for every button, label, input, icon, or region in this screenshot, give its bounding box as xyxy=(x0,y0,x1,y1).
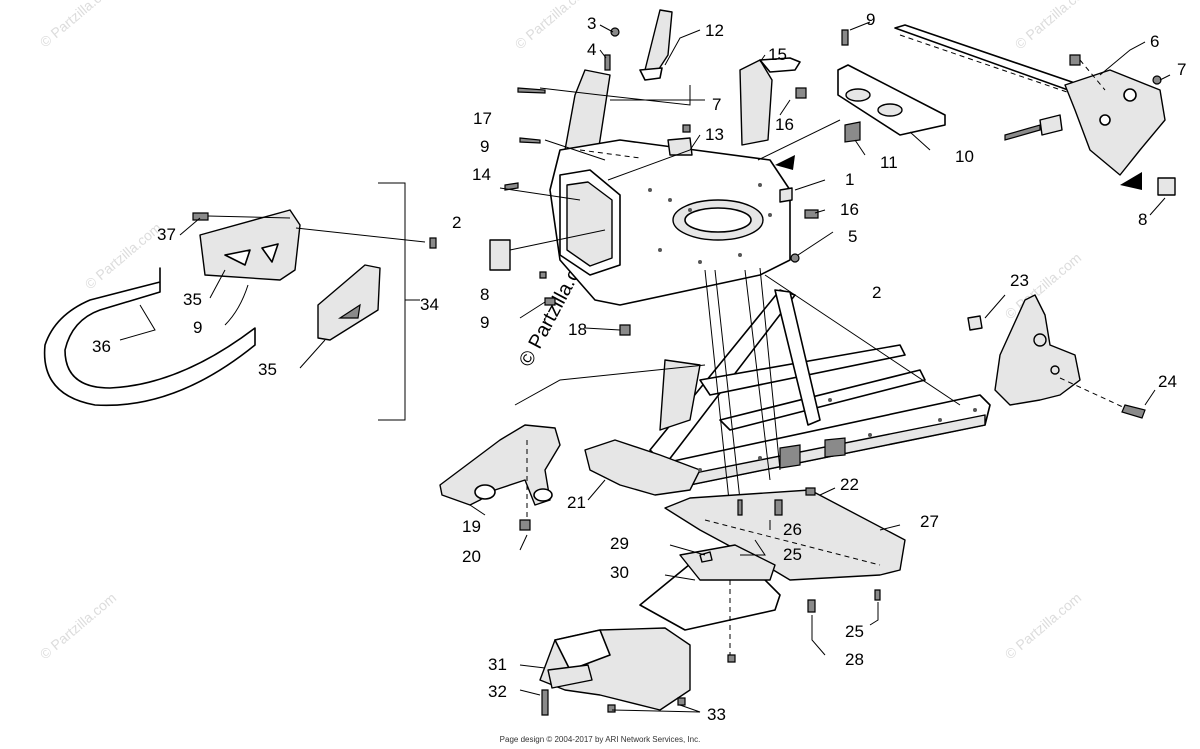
callout-2: 2 xyxy=(872,283,881,302)
callout-11: 11 xyxy=(880,153,898,172)
skid-plates xyxy=(519,487,906,716)
bolt-4 xyxy=(604,54,611,71)
duct-15 xyxy=(739,59,773,146)
callout-15: 15 xyxy=(768,45,787,64)
windshield-bracket-12 xyxy=(644,9,673,76)
chassis-frame xyxy=(514,267,991,511)
bumper-plate-35-lower xyxy=(317,264,381,341)
bracket-23-assembly xyxy=(967,294,1156,419)
callout-18: 18 xyxy=(568,320,587,339)
callout-16: 16 xyxy=(775,115,794,134)
bracket-23 xyxy=(994,294,1081,406)
bracket-6-assembly xyxy=(894,24,1176,216)
callout-16: 16 xyxy=(840,200,859,219)
callout-4: 4 xyxy=(587,40,596,59)
screw-3 xyxy=(610,27,620,37)
callout-9: 9 xyxy=(866,10,875,29)
callout-17: 17 xyxy=(473,109,492,128)
callout-25: 25 xyxy=(845,622,864,641)
callout-35: 35 xyxy=(258,360,277,379)
callout-1: 1 xyxy=(845,170,854,189)
bumper-8-right xyxy=(1157,177,1176,196)
front-bulkhead xyxy=(429,9,946,336)
callout-29: 29 xyxy=(610,534,629,553)
rivet-9 xyxy=(519,137,541,144)
callout-5: 5 xyxy=(848,227,857,246)
callout-9: 9 xyxy=(480,137,489,156)
callout-9: 9 xyxy=(480,313,489,332)
bracket-34 xyxy=(378,182,406,421)
callout-13: 13 xyxy=(705,125,724,144)
callout-25: 25 xyxy=(783,545,802,564)
callout-19: 19 xyxy=(462,517,481,536)
callout-12: 12 xyxy=(705,21,724,40)
callout-32: 32 xyxy=(488,682,507,701)
bolt-26 xyxy=(774,499,783,516)
bolt-24 xyxy=(1121,404,1146,419)
callout-2: 2 xyxy=(452,213,461,232)
callout-8: 8 xyxy=(480,285,489,304)
callout-35: 35 xyxy=(183,290,202,309)
bumper-assembly xyxy=(43,182,426,421)
bracket-19 xyxy=(439,424,561,506)
callout-20: 20 xyxy=(462,547,481,566)
callout-33: 33 xyxy=(707,705,726,724)
callout-10: 10 xyxy=(955,147,974,166)
watermark: © Partzilla.com xyxy=(37,589,120,662)
callout-9: 9 xyxy=(193,318,202,337)
callout-30: 30 xyxy=(610,563,629,582)
watermark: © Partzilla.com xyxy=(1002,589,1085,662)
callout-6: 6 xyxy=(1150,32,1159,51)
callout-7: 7 xyxy=(712,95,721,114)
callout-21: 21 xyxy=(567,493,586,512)
callout-34: 34 xyxy=(420,295,439,314)
nut-20 xyxy=(519,519,531,531)
callout-labels: 1 2 2 3 4 5 6 7 7 8 8 9 9 9 9 10 11 12 1… xyxy=(92,10,1186,724)
nut-23 xyxy=(967,315,983,331)
watermark: © Partzilla.com xyxy=(82,219,165,292)
callout-3: 3 xyxy=(587,14,596,33)
watermark: © Partzilla.com xyxy=(37,0,120,50)
callout-8: 8 xyxy=(1138,210,1147,229)
watermark: © Partzilla.com xyxy=(512,0,595,52)
steering-bracket-19 xyxy=(439,424,561,551)
mount-plate-10 xyxy=(837,64,946,136)
front-bumper-36 xyxy=(43,267,256,407)
callout-23: 23 xyxy=(1010,271,1029,290)
callout-28: 28 xyxy=(845,650,864,669)
bumper-8 xyxy=(489,239,511,271)
callout-31: 31 xyxy=(488,655,507,674)
front-nose-21 xyxy=(584,439,701,496)
callout-14: 14 xyxy=(472,165,491,184)
bolt-17 xyxy=(517,87,546,94)
callout-7: 7 xyxy=(1177,60,1186,79)
watermark: © Partzilla.com xyxy=(1012,0,1095,52)
callout-27: 27 xyxy=(920,512,939,531)
callout-22: 22 xyxy=(840,475,859,494)
screw-32 xyxy=(541,689,549,716)
callout-26: 26 xyxy=(783,520,802,539)
callout-37: 37 xyxy=(157,225,176,244)
page-footer: Page design © 2004-2017 by ARI Network S… xyxy=(499,735,701,744)
bumper-plate-35 xyxy=(199,209,301,281)
callout-36: 36 xyxy=(92,337,111,356)
callout-24: 24 xyxy=(1158,372,1177,391)
mount-bracket-6 xyxy=(1064,69,1166,176)
